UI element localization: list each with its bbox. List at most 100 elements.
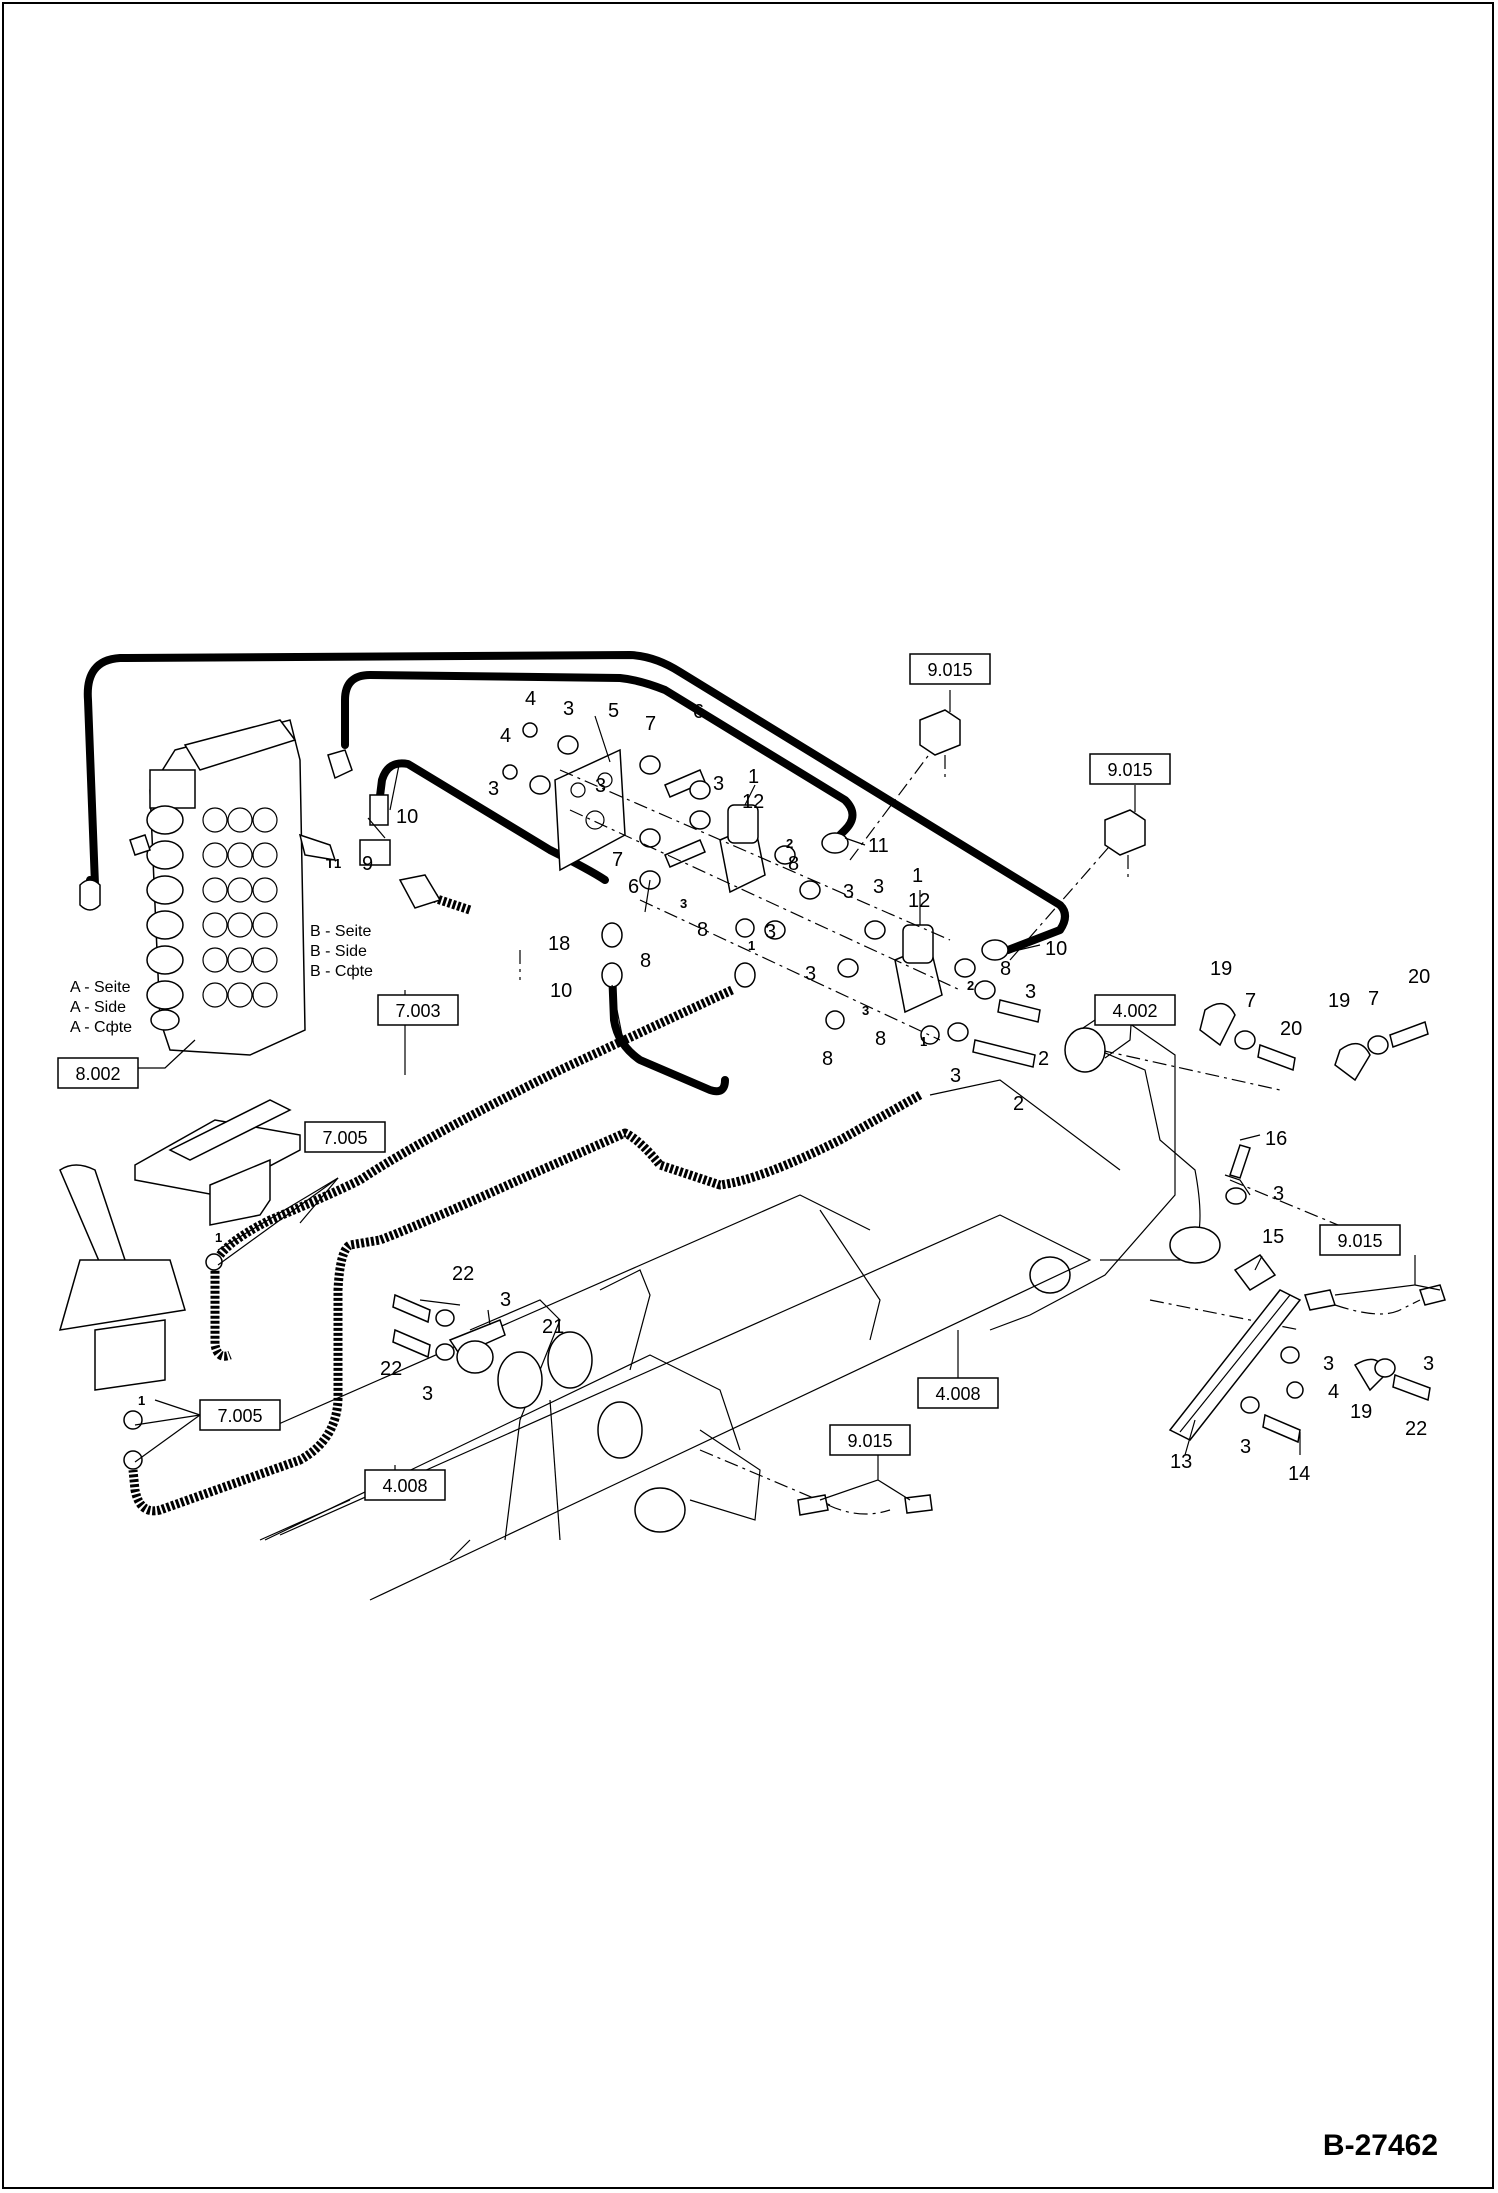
svg-text:1: 1 xyxy=(138,1393,145,1408)
bolt-14 xyxy=(1262,1413,1301,1444)
washer-3d xyxy=(689,810,711,830)
pedal-assembly xyxy=(134,1099,301,1271)
bolt-2b xyxy=(972,1039,1036,1068)
boom-edge xyxy=(259,1499,351,1541)
callout: 10 xyxy=(1045,938,1067,960)
boom-arm-lower xyxy=(279,1214,1092,1601)
svg-text:7.003: 7.003 xyxy=(395,1001,440,1021)
sensor-guide xyxy=(1304,1289,1336,1311)
washer-3m xyxy=(1225,1187,1247,1205)
callout: 10 xyxy=(550,980,572,1002)
callout: 7 xyxy=(1368,988,1379,1010)
washer-3n xyxy=(1280,1346,1300,1364)
hose-guide-assembly xyxy=(1168,1144,1431,1444)
svg-text:7.005: 7.005 xyxy=(322,1128,367,1148)
fitting-10-top xyxy=(369,794,389,826)
callout: 11 xyxy=(868,835,889,857)
solenoid-valve-upper xyxy=(639,804,849,940)
callout: 7 xyxy=(612,849,623,871)
clamp-19b xyxy=(1334,1042,1371,1082)
nut-4b xyxy=(502,764,518,780)
fitting-11 xyxy=(821,832,849,854)
side-label-a-de: A - Seite xyxy=(70,979,131,996)
callout: 3 xyxy=(873,876,884,898)
bracket-15 xyxy=(1233,1254,1277,1291)
ref-7005-a: 7.005 xyxy=(304,1121,386,1153)
svg-text:1: 1 xyxy=(920,1034,927,1049)
washer-3-right xyxy=(1374,1358,1396,1378)
valve-spool-caps xyxy=(146,805,278,1031)
callout: 3 xyxy=(765,921,776,943)
valve-fitting-t1 xyxy=(298,833,337,861)
boom-bracket-a xyxy=(689,1429,761,1521)
sensor-upper xyxy=(919,709,961,756)
boom-arm-top xyxy=(929,1079,1121,1171)
joystick-fitting-a xyxy=(123,1410,143,1430)
callout: 12 xyxy=(742,791,764,813)
port-marks: 1 1 1 1 2 2 3 3 xyxy=(138,836,974,1408)
joystick-assembly xyxy=(58,1164,186,1470)
callout: 22 xyxy=(380,1358,402,1380)
fitting-8c xyxy=(735,918,755,938)
boom-cylinder-b xyxy=(599,1269,651,1371)
pedal-plate xyxy=(134,1119,301,1196)
callout: 3 xyxy=(563,698,574,720)
sensor-right xyxy=(1104,809,1146,856)
callout: 10 xyxy=(396,806,418,828)
callout: 3 xyxy=(422,1383,433,1405)
callout: 22 xyxy=(452,1263,474,1285)
fitting-lower xyxy=(734,962,756,988)
hose-upper xyxy=(341,671,857,844)
svg-text:2: 2 xyxy=(967,978,974,993)
sensors xyxy=(797,709,1446,1516)
fitting-8d xyxy=(954,958,976,978)
bolt-6b xyxy=(664,839,706,868)
valve-cap xyxy=(149,769,196,809)
callout: 4 xyxy=(525,688,536,710)
leader-lines xyxy=(134,690,1441,1501)
boom-bracket-b xyxy=(819,1209,881,1341)
svg-text:4.008: 4.008 xyxy=(382,1476,427,1496)
callout: 13 xyxy=(1170,1451,1192,1473)
callout: 15 xyxy=(1262,1226,1284,1248)
callout: 20 xyxy=(1280,1018,1302,1040)
nut-4a xyxy=(522,722,538,738)
svg-text:1: 1 xyxy=(748,938,755,953)
washer-3-guide xyxy=(1240,1396,1260,1414)
callout: 3 xyxy=(805,963,816,985)
sensor-boom xyxy=(797,1494,829,1516)
svg-text:1: 1 xyxy=(215,1230,222,1245)
callout: 18 xyxy=(548,933,570,955)
ref-7003: 7.003 xyxy=(377,994,459,1026)
boom-web-a xyxy=(549,1399,561,1541)
callout: 20 xyxy=(1408,966,1430,988)
ref-9015-a: 9.015 xyxy=(909,653,991,685)
callout: 8 xyxy=(640,950,651,972)
callout: 21 xyxy=(542,1316,564,1338)
svg-text:8.002: 8.002 xyxy=(75,1064,120,1084)
washer-7c xyxy=(1234,1030,1256,1050)
bolt-22b xyxy=(392,1328,431,1359)
svg-text:9.015: 9.015 xyxy=(1107,760,1152,780)
svg-text:4.002: 4.002 xyxy=(1112,1001,1157,1021)
svg-text:3: 3 xyxy=(862,1003,869,1018)
pivot-right xyxy=(1169,1226,1221,1264)
bolt-22a xyxy=(392,1293,431,1324)
callout: 8 xyxy=(697,919,708,941)
bolt-22c xyxy=(1392,1373,1431,1402)
hose-elbow-a xyxy=(79,879,101,911)
pedal-valve xyxy=(209,1158,271,1226)
pedal-fitting xyxy=(205,1253,223,1271)
washer-3h xyxy=(864,920,886,940)
callout: 16 xyxy=(1265,1128,1287,1150)
callout: 3 xyxy=(595,775,606,797)
side-label-a-fr: A - Cфte xyxy=(70,1019,132,1036)
nut-4c xyxy=(1286,1381,1304,1399)
washer-3j xyxy=(947,1022,969,1042)
hydraulic-hoses xyxy=(83,651,1069,1096)
callout: 3 xyxy=(713,773,724,795)
spiral-hose-a xyxy=(210,985,734,1361)
ref-9015-d: 9.015 xyxy=(829,1424,911,1456)
hose-long-outer xyxy=(83,651,1069,954)
